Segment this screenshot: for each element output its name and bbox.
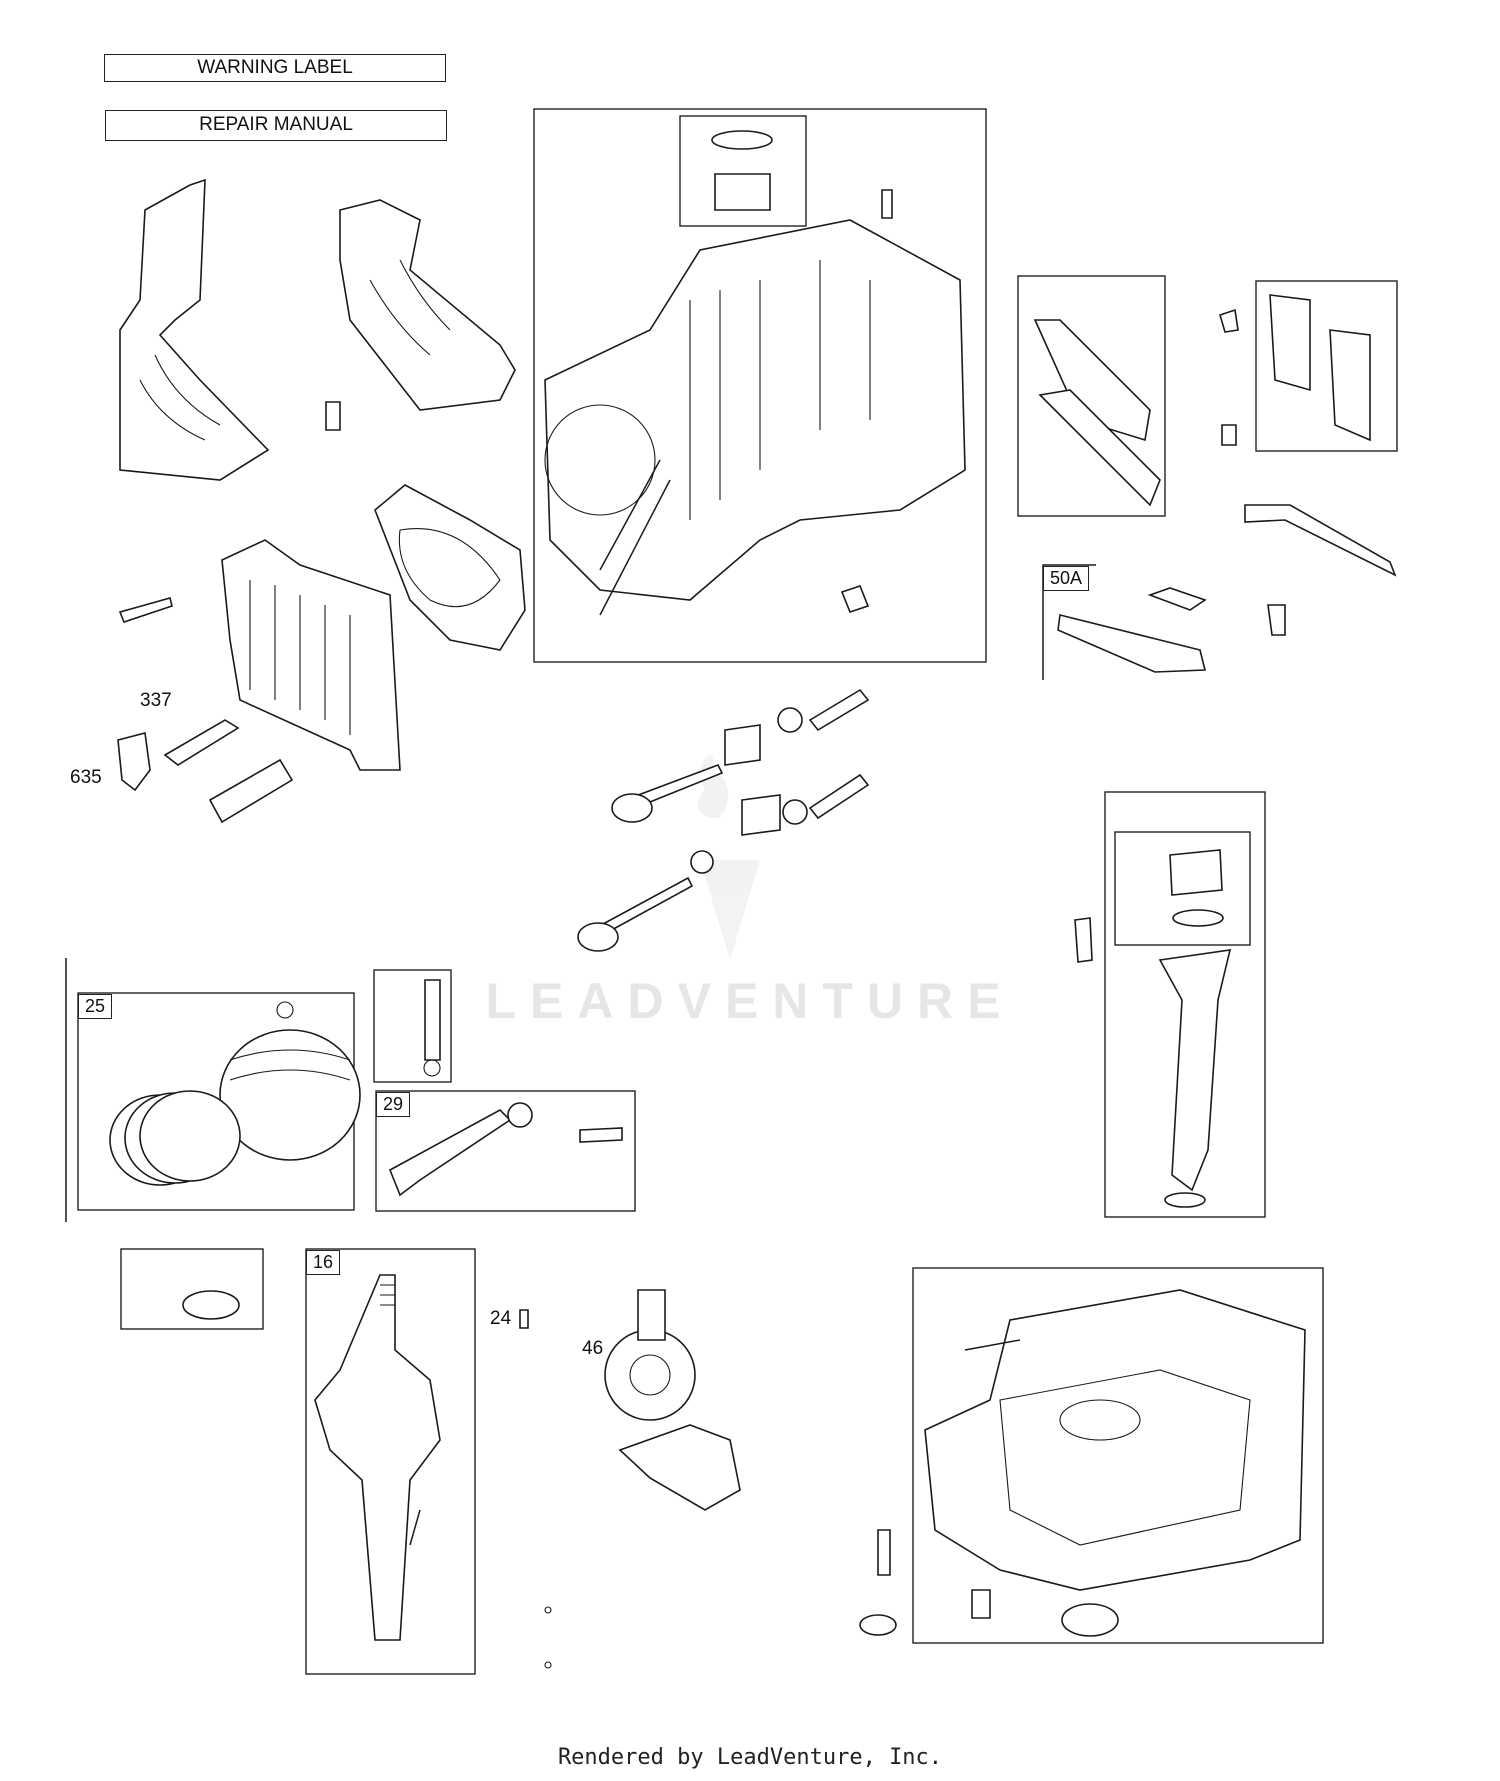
head-bolt bbox=[118, 597, 173, 623]
wrist-pin bbox=[424, 979, 441, 1061]
breather-assembly bbox=[1057, 614, 1207, 673]
valve-retainer-1 bbox=[777, 707, 803, 733]
cam-gear bbox=[604, 1329, 696, 1421]
cylinder-group-box bbox=[533, 108, 987, 663]
valve-spring-1 bbox=[724, 724, 761, 766]
cylinder-block bbox=[544, 219, 966, 601]
breather-gasket bbox=[1147, 587, 1207, 611]
rod-bolt bbox=[579, 1127, 623, 1143]
head-fins bbox=[249, 580, 351, 735]
crankshaft-box bbox=[305, 1248, 476, 1675]
rod-small-end bbox=[507, 1102, 533, 1128]
group-tag-16: 16 bbox=[306, 1250, 341, 1275]
gasket-set-box-2 bbox=[1255, 280, 1398, 452]
camshaft-lobe bbox=[637, 1289, 666, 1341]
ignition-lead bbox=[208, 758, 294, 824]
group-tag-50a: 50A bbox=[1043, 566, 1090, 591]
breather-screw bbox=[1267, 604, 1286, 636]
group-tag-25: 25 bbox=[78, 994, 113, 1019]
warning-label-box: WARNING LABEL bbox=[104, 54, 446, 82]
breather-tube bbox=[1244, 504, 1397, 577]
sump-inner bbox=[999, 1369, 1251, 1546]
callout-46: 46 bbox=[582, 1338, 604, 1359]
dowel-pin bbox=[881, 189, 893, 219]
dipstick-cap-box bbox=[1114, 831, 1251, 946]
seal-box bbox=[120, 1248, 264, 1330]
gasket-set-box-1 bbox=[1017, 275, 1166, 517]
cam-gear-hub bbox=[629, 1354, 671, 1396]
connecting-rod-box bbox=[375, 1090, 636, 1212]
governor-assembly bbox=[618, 1424, 741, 1511]
oil-sump bbox=[924, 1289, 1306, 1591]
crank-seal bbox=[711, 130, 773, 150]
piston-ring-3 bbox=[139, 1090, 241, 1182]
drain-plug bbox=[877, 1529, 891, 1576]
gasket-4 bbox=[1329, 329, 1371, 442]
dipstick-cap bbox=[1169, 849, 1223, 896]
breather-bracket bbox=[1042, 564, 1096, 680]
shield-screw bbox=[325, 401, 341, 431]
callout-337: 337 bbox=[140, 690, 172, 711]
valve-retainer-2 bbox=[782, 799, 808, 825]
leader-line-1 bbox=[599, 459, 661, 571]
wrist-pin-clip bbox=[423, 1059, 441, 1077]
dipstick-tube bbox=[1158, 949, 1232, 1192]
key bbox=[519, 1309, 529, 1329]
tappet-2 bbox=[808, 773, 870, 820]
head-gasket bbox=[374, 484, 526, 651]
tappet-1 bbox=[808, 688, 870, 732]
crank-leader bbox=[409, 1509, 421, 1546]
shield-left-slot bbox=[139, 354, 221, 441]
group-tag-29: 29 bbox=[376, 1092, 411, 1117]
tube-screw bbox=[1074, 917, 1093, 963]
watermark-text: LEADVENTURE bbox=[485, 973, 1015, 1029]
small-clip-2 bbox=[544, 1661, 552, 1669]
sump-leader bbox=[964, 1339, 1021, 1351]
spark-plug bbox=[163, 719, 240, 766]
callout-635: 635 bbox=[70, 767, 102, 788]
cover-screw-1 bbox=[1219, 308, 1239, 333]
crank-seal-lower bbox=[182, 1290, 240, 1320]
pto-seal bbox=[1061, 1603, 1119, 1637]
repair-manual-box: REPAIR MANUAL bbox=[105, 110, 447, 141]
sump-box bbox=[912, 1267, 1324, 1644]
small-clip-1 bbox=[544, 1606, 552, 1614]
tube-o-ring bbox=[1164, 1192, 1206, 1208]
shield-right-slot bbox=[369, 259, 451, 356]
valve-spring-2 bbox=[741, 794, 781, 836]
wrist-pin-box bbox=[373, 969, 452, 1083]
render-credit: Rendered by LeadVenture, Inc. bbox=[557, 1745, 943, 1770]
piston-pin-clip bbox=[276, 1001, 294, 1019]
intake-valve-head bbox=[611, 793, 653, 823]
head-gasket-bore bbox=[398, 528, 501, 608]
sump-boss bbox=[1059, 1399, 1141, 1441]
spark-plug-boot bbox=[117, 731, 151, 792]
bushing-kit-box bbox=[679, 115, 807, 227]
dipstick-o-ring bbox=[1172, 909, 1224, 927]
crank-thread bbox=[380, 1284, 395, 1306]
sump-plug bbox=[971, 1589, 991, 1619]
gasket-2 bbox=[1038, 389, 1161, 507]
cylinder-head bbox=[221, 539, 401, 771]
callout-24: 24 bbox=[490, 1308, 512, 1329]
piston bbox=[219, 1029, 361, 1161]
valve-seal bbox=[690, 850, 714, 874]
exhaust-valve-head bbox=[577, 922, 619, 952]
leader-line-2 bbox=[599, 479, 671, 616]
cylinder-bore bbox=[544, 404, 656, 516]
crankshaft bbox=[314, 1274, 441, 1641]
block-ribs bbox=[689, 260, 871, 520]
connecting-rod bbox=[388, 1109, 512, 1197]
block-plug bbox=[840, 585, 870, 613]
dipstick-group-box bbox=[1104, 791, 1266, 1218]
cover-screw-2 bbox=[1221, 424, 1237, 446]
sump-seal-ring bbox=[859, 1614, 897, 1636]
piston-ring-lands bbox=[229, 1049, 351, 1081]
gasket-3 bbox=[1269, 294, 1311, 392]
main-bushing bbox=[714, 173, 771, 211]
